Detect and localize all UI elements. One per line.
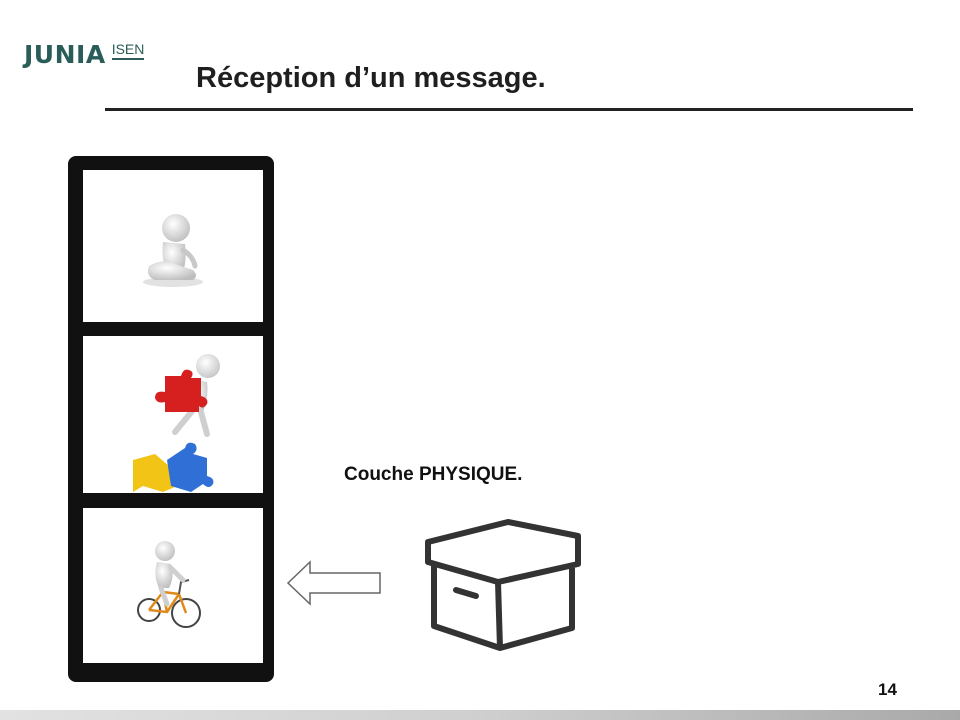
layer-bottom bbox=[83, 508, 263, 663]
logo-sub: ISEN bbox=[111, 42, 145, 60]
layer-label: Couche PHYSIQUE. bbox=[344, 464, 523, 485]
layer-middle bbox=[83, 336, 263, 493]
arrow-left-icon bbox=[286, 560, 381, 606]
sitting-figure-icon bbox=[143, 214, 203, 287]
layer-top bbox=[83, 170, 263, 322]
page-number: 14 bbox=[878, 680, 897, 699]
logo: JUNIA ISEN bbox=[24, 40, 145, 74]
slide-title: Réception d’un message. bbox=[196, 62, 546, 94]
layer-stack bbox=[68, 156, 274, 682]
figure-bicycle-icon bbox=[137, 541, 201, 628]
logo-brand: JUNIA bbox=[24, 40, 106, 69]
figure-puzzle-icon bbox=[133, 354, 220, 492]
title-underline bbox=[105, 108, 913, 111]
footer-bar bbox=[0, 710, 960, 720]
box-icon bbox=[425, 519, 581, 651]
